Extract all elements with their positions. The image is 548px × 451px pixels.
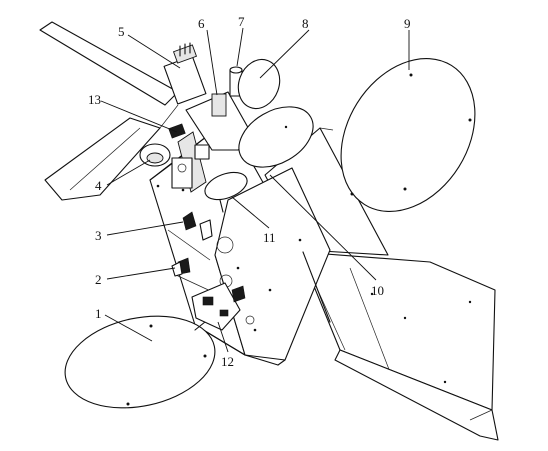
top-deck-equipment [163, 42, 256, 193]
callout-2: 2 [95, 272, 102, 287]
antenna-dish-1 [64, 315, 216, 409]
callout-10: 10 [371, 283, 384, 298]
callout-labels: 1 2 3 4 5 6 7 8 9 10 11 12 13 [88, 14, 411, 369]
component-2 [171, 257, 191, 277]
antenna-dish-11 [204, 171, 248, 213]
callout-7: 7 [238, 14, 245, 29]
callout-9: 9 [404, 16, 411, 31]
component-12 [191, 282, 246, 331]
callout-8: 8 [302, 16, 309, 31]
callout-4: 4 [95, 178, 102, 193]
leader-lines [100, 27, 410, 353]
antenna-dish-4 [139, 143, 171, 167]
callout-1: 1 [95, 306, 102, 321]
antenna-dish-9 [340, 57, 476, 213]
callout-12: 12 [221, 354, 234, 369]
component-3 [182, 211, 213, 241]
antenna-dish-10 [237, 58, 314, 168]
callout-13: 13 [88, 92, 101, 107]
callout-3: 3 [95, 228, 102, 243]
solar-array-lower-right [299, 251, 499, 441]
solar-array-upper-left [39, 21, 179, 201]
callout-11: 11 [263, 230, 276, 245]
callout-5: 5 [118, 24, 125, 39]
callout-6: 6 [198, 16, 205, 31]
